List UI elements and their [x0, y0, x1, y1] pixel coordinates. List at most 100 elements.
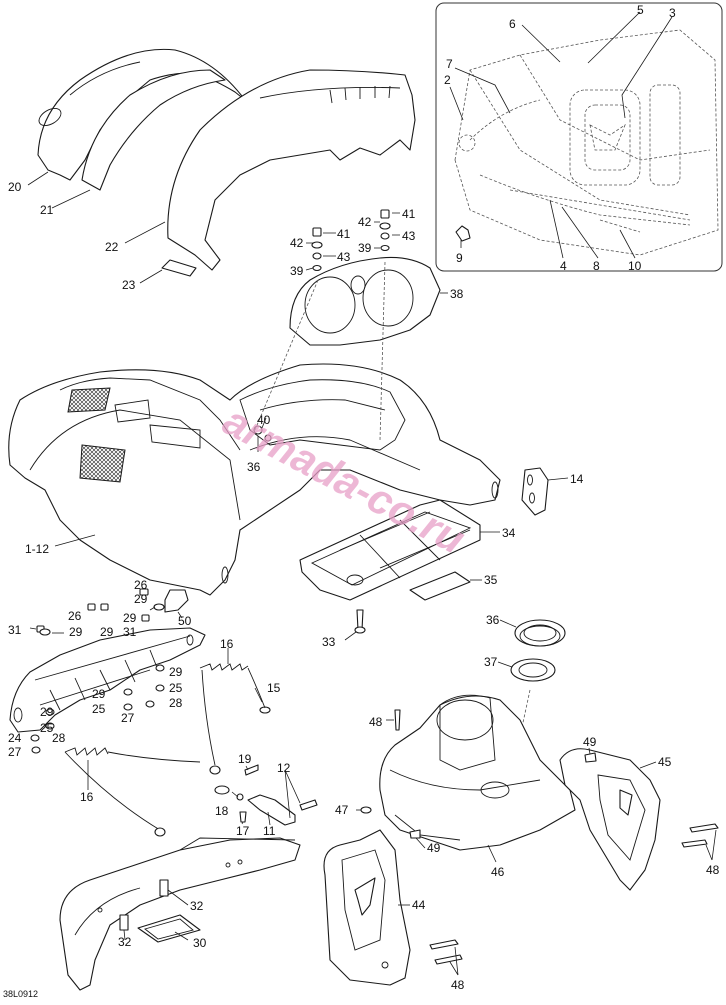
callout-20: 20 — [8, 180, 22, 194]
spring-part-16b — [64, 747, 109, 756]
callout-7: 7 — [446, 57, 453, 71]
callout-labels: 2 3 4 5 6 7 8 9 10 11 12 14 15 16 16 17 … — [8, 3, 720, 992]
callout-35: 35 — [484, 573, 498, 587]
callout-32-right: 32 — [190, 899, 204, 913]
callout-41-right: 41 — [402, 207, 416, 221]
callout-28-right: 28 — [169, 696, 183, 710]
diagram-code: 38L0912 — [3, 989, 38, 999]
console-part-46 — [379, 695, 576, 851]
callout-24: 24 — [8, 731, 22, 745]
callout-29-d: 29 — [92, 687, 106, 701]
callout-23: 23 — [122, 278, 136, 292]
callout-18: 18 — [215, 804, 229, 818]
callout-29-c: 29 — [169, 665, 183, 679]
bumper-part — [59, 837, 301, 991]
bracket-part-24 — [9, 627, 206, 733]
callout-29-a: 29 — [123, 611, 137, 625]
callout-45: 45 — [658, 755, 672, 769]
screw-part-33 — [354, 626, 366, 634]
callout-50: 50 — [178, 614, 192, 628]
shroud-part-23 — [161, 259, 197, 277]
windshield-parts — [27, 48, 416, 284]
ring-part-37 — [510, 658, 556, 682]
callout-37: 37 — [484, 655, 498, 669]
callout-31-mid: 31 — [123, 625, 137, 639]
shroud-part-21 — [81, 69, 226, 191]
washer-part-47 — [360, 806, 372, 814]
callout-21: 21 — [40, 203, 54, 217]
spring-part-16a — [199, 663, 249, 671]
callout-4: 4 — [560, 259, 567, 273]
callout-36-body: 36 — [247, 460, 261, 474]
tray-parts — [299, 467, 569, 641]
callout-25-left: 25 — [40, 721, 54, 735]
callout-31-left: 31 — [8, 623, 22, 637]
callout-26-top: 26 — [134, 578, 148, 592]
mesh-grille-upper — [67, 387, 111, 413]
callout-30: 30 — [193, 936, 207, 950]
callout-19: 19 — [238, 752, 252, 766]
pad-part-35 — [409, 571, 471, 601]
callout-42-right: 42 — [358, 215, 372, 229]
callout-9: 9 — [456, 251, 463, 265]
callout-25-mid: 25 — [92, 702, 106, 716]
ring-parts — [497, 619, 566, 761]
shroud-part-22 — [167, 69, 416, 271]
side-panel-45 — [559, 748, 661, 891]
callout-29-b: 29 — [69, 625, 83, 639]
callout-33: 33 — [322, 635, 336, 649]
callout-46: 46 — [491, 865, 505, 879]
callout-40: 40 — [257, 413, 271, 427]
callout-48-top: 48 — [369, 715, 383, 729]
ring-part-18 — [214, 785, 230, 795]
bracket-part-50 — [164, 589, 189, 613]
callout-17: 17 — [236, 824, 250, 838]
callout-27-left: 27 — [8, 745, 22, 759]
callout-34: 34 — [502, 526, 516, 540]
callout-16-top: 16 — [220, 637, 234, 651]
shroud-part-20 — [37, 48, 246, 181]
callout-48-right: 48 — [706, 863, 720, 877]
callout-16-bottom: 16 — [80, 790, 94, 804]
callout-15: 15 — [267, 681, 281, 695]
callout-29-top: 29 — [134, 592, 148, 606]
pin-part-19 — [244, 764, 259, 776]
callout-8: 8 — [593, 259, 600, 273]
callout-39-right: 39 — [358, 241, 372, 255]
callout-49-left: 49 — [427, 841, 441, 855]
callout-3: 3 — [669, 6, 676, 20]
callout-47: 47 — [335, 803, 349, 817]
tray-part-34 — [299, 499, 481, 601]
callout-28-left: 28 — [52, 731, 66, 745]
callout-41-left: 41 — [337, 227, 351, 241]
callout-32-left: 32 — [118, 935, 132, 949]
callout-48-bottom: 48 — [451, 978, 465, 992]
callout-39-left: 39 — [290, 264, 304, 278]
clip-part-9 — [455, 225, 471, 242]
cable-parts — [64, 648, 318, 837]
ring-part-36 — [514, 619, 566, 647]
pin-part-17 — [239, 811, 247, 823]
callout-38: 38 — [450, 287, 464, 301]
gauge-housing-parts — [254, 209, 448, 441]
callout-5: 5 — [637, 3, 644, 17]
callout-10: 10 — [628, 259, 642, 273]
lever-part-11 — [247, 794, 296, 826]
bumper-parts — [59, 837, 301, 991]
callout-43-left: 43 — [337, 250, 351, 264]
callout-12: 12 — [277, 761, 291, 775]
callout-26-left: 26 — [68, 609, 82, 623]
gauge-housing-38 — [289, 256, 441, 346]
callout-29-f: 29 — [100, 625, 114, 639]
bracket-parts — [9, 588, 206, 754]
callout-42-left: 42 — [290, 236, 304, 250]
front-body-part — [8, 363, 501, 596]
callout-14: 14 — [570, 472, 584, 486]
callout-22: 22 — [105, 240, 119, 254]
callout-29-e: 29 — [40, 705, 54, 719]
cable-part-15 — [201, 669, 216, 766]
clip-part-14 — [521, 467, 549, 516]
callout-36-ring: 36 — [486, 613, 500, 627]
